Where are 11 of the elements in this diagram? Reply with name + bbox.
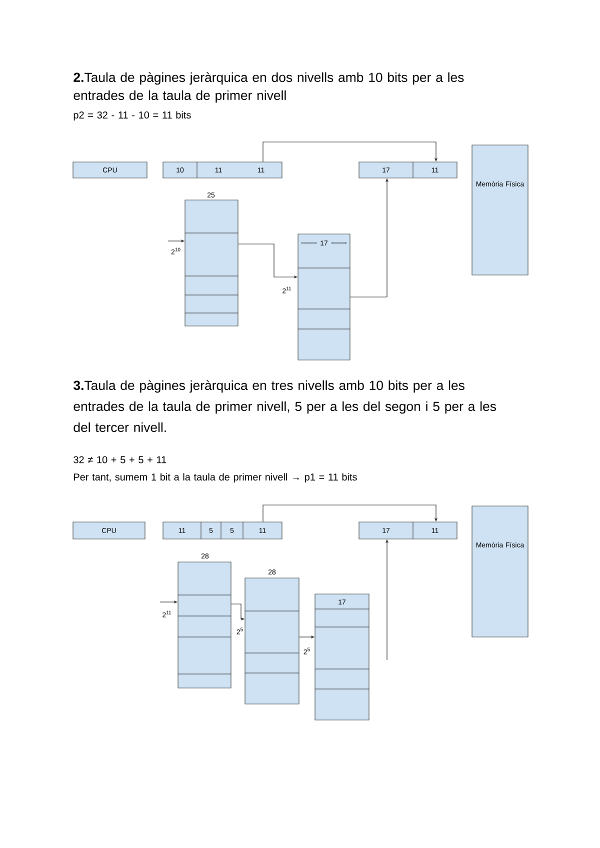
text-line: 3.Taula de pàgines jeràrquica en tres nivells amb 10 bits per a les entrades de la taula de primer nivell, 5 per a les del segon i 5 per a les del tercer nivell. xyxy=(74,380,496,432)
text-line: 32 ≠ 10 + 5 + 5 + 11 xyxy=(74,456,166,464)
arrow xyxy=(262,504,438,522)
address-register xyxy=(162,522,282,540)
text-line: p2 = 32 - 11 - 10 = 11 bits xyxy=(74,111,191,121)
text-line: 2.Taula de pàgines jeràrquica en dos nivells amb 10 bits per a les entrades de la taula de primer nivell xyxy=(74,72,464,103)
address-register xyxy=(162,162,282,178)
text-line: Per tant, sumem 1 bit a la taula de primer nivell → p1 = 11 bits xyxy=(74,473,357,483)
address-register xyxy=(358,162,458,178)
arrow xyxy=(262,142,438,162)
address-register xyxy=(358,522,458,540)
